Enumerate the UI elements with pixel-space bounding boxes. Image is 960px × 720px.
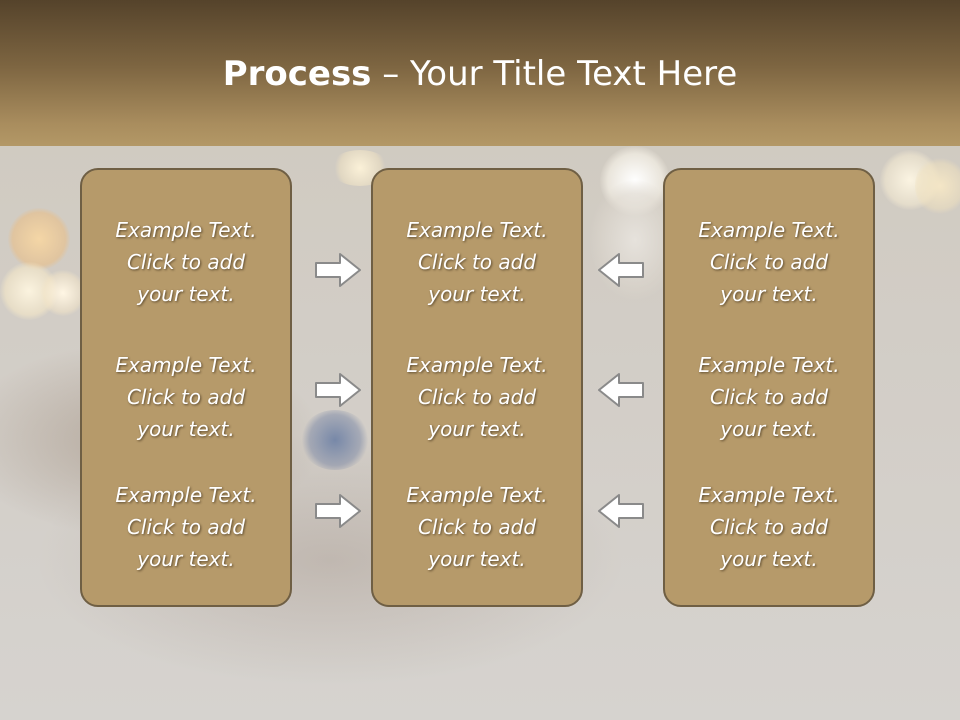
text-placeholder-2-1[interactable]: Example Text. Click to add your text. (406, 218, 548, 306)
text-placeholder-2-3[interactable]: Example Text. Click to add your text. (406, 483, 548, 571)
arrow-right-icon (315, 373, 361, 407)
text-placeholder-1-1[interactable]: Example Text. Click to add your text. (115, 218, 257, 306)
arrow-left-icon (598, 253, 644, 287)
text-placeholder-3-1[interactable]: Example Text. Click to add your text. (698, 218, 840, 306)
column-panel-1[interactable]: Example Text. Click to add your text. Ex… (80, 168, 292, 607)
arrow-left-icon (598, 373, 644, 407)
arrow-left-icon (598, 494, 644, 528)
text-placeholder-3-3[interactable]: Example Text. Click to add your text. (698, 483, 840, 571)
arrow-right-icon (315, 494, 361, 528)
title-rest: – Your Title Text Here (371, 54, 738, 94)
text-placeholder-1-2[interactable]: Example Text. Click to add your text. (115, 353, 257, 441)
text-placeholder-3-2[interactable]: Example Text. Click to add your text. (698, 353, 840, 441)
text-placeholder-2-2[interactable]: Example Text. Click to add your text. (406, 353, 548, 441)
title-bold: Process (222, 54, 372, 94)
column-panel-2[interactable]: Example Text. Click to add your text. Ex… (371, 168, 583, 607)
arrow-right-icon (315, 253, 361, 287)
slide-title[interactable]: Process – Your Title Text Here (0, 52, 960, 96)
title-bar: Process – Your Title Text Here (0, 0, 960, 146)
text-placeholder-1-3[interactable]: Example Text. Click to add your text. (115, 483, 257, 571)
column-panel-3[interactable]: Example Text. Click to add your text. Ex… (663, 168, 875, 607)
